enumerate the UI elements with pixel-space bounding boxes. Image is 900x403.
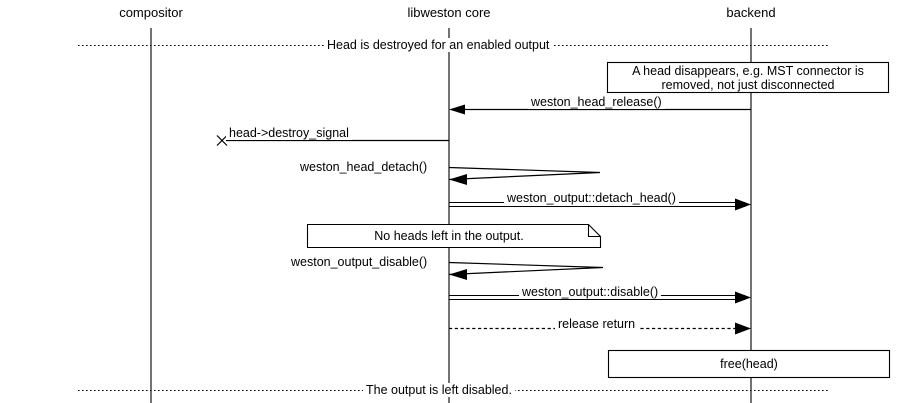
divider-label-bottom: The output is left disabled.	[363, 383, 515, 397]
arrow-weston-head-detach-self	[448, 166, 601, 185]
divider-rules	[78, 45, 830, 391]
mst-note-box	[606, 61, 890, 94]
message-label-weston-output-detach-head: weston_output::detach_head()	[504, 191, 679, 205]
message-label-weston-head-detach: weston_head_detach()	[297, 160, 431, 174]
mst-note-line-2: removed, not just disconnected	[661, 78, 835, 92]
divider-label-top: Head is destroyed for an enabled output	[324, 38, 553, 52]
message-label-weston-output-disable: weston_output::disable()	[519, 285, 662, 299]
free-head-note-box	[607, 349, 891, 379]
actor-header-compositor[interactable]: compositor	[119, 5, 183, 20]
message-label-weston-output-disable-self: weston_output_disable()	[288, 255, 431, 269]
arrow-weston-output-disable-self	[448, 261, 604, 280]
free-head-note-line-1: free(head)	[720, 357, 778, 371]
message-label-head-destroy-signal: head->destroy_signal	[226, 126, 352, 140]
mst-note-line-1: A head disappears, e.g. MST connector is	[632, 64, 864, 78]
no-heads-note-line-1: No heads left in the output.	[374, 229, 524, 243]
message-label-weston-head-release: weston_head_release()	[528, 95, 665, 109]
arrow-weston-head-release	[449, 104, 751, 115]
actor-header-backend[interactable]: backend	[726, 5, 776, 20]
actor-header-libweston-core[interactable]: libweston core	[407, 5, 491, 20]
message-label-release-return: release return	[555, 317, 639, 331]
arrow-head-destroy-signal	[216, 135, 449, 146]
no-heads-note-box	[306, 223, 602, 249]
